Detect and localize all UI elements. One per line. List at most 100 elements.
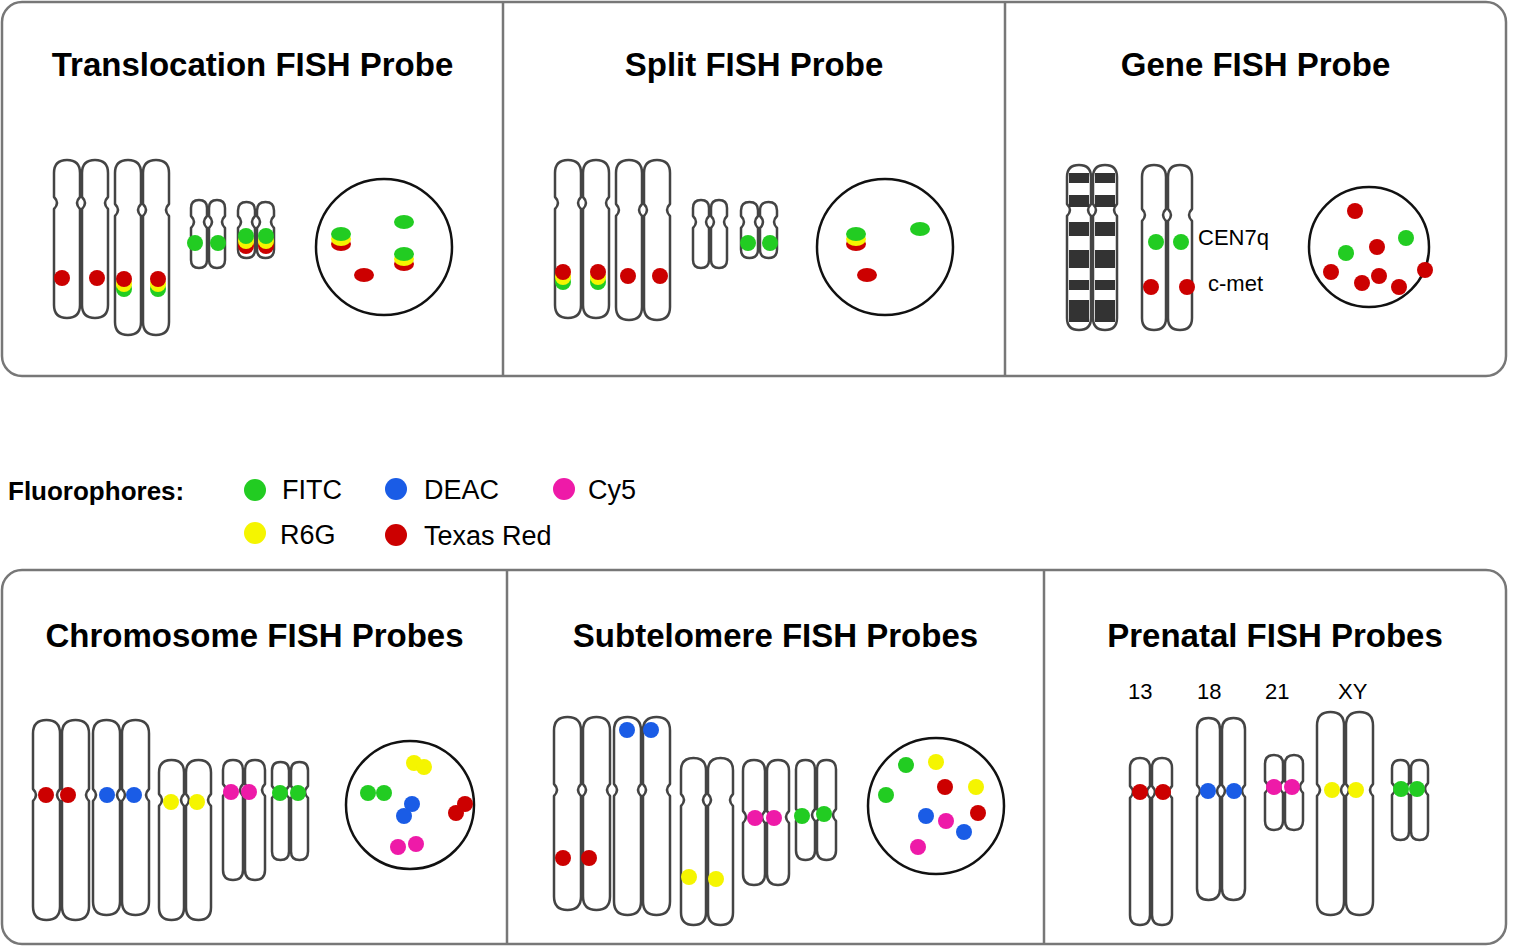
fish-signal	[1324, 782, 1340, 798]
fish-signal	[747, 810, 763, 826]
panel-title: Split FISH Probe	[503, 46, 1005, 84]
fish-signal	[898, 757, 914, 773]
fish-signal	[54, 270, 70, 286]
chromatid	[1392, 760, 1409, 840]
fish-signal	[390, 839, 406, 855]
fish-signal	[643, 722, 659, 738]
fish-signal	[1348, 782, 1364, 798]
fish-signal	[928, 754, 944, 770]
legend-label: DEAC	[424, 476, 499, 506]
fish-signal	[1323, 264, 1339, 280]
chromatid	[54, 160, 80, 318]
fish-signal	[590, 264, 606, 280]
fish-signal	[708, 871, 724, 887]
chromatid	[583, 160, 609, 318]
fish-signal	[241, 784, 257, 800]
chromosome	[614, 717, 670, 915]
fish-signal	[396, 808, 412, 824]
fish-signal	[1409, 781, 1425, 797]
chromatid	[223, 760, 243, 880]
chromatid	[1265, 755, 1283, 830]
chromatid	[1317, 712, 1344, 915]
legend-heading: Fluorophores:	[8, 477, 184, 506]
probe-panel: Gene FISH Probe	[1005, 2, 1506, 376]
fish-signal	[187, 235, 203, 251]
chromatid	[643, 717, 670, 915]
chromatid	[711, 200, 727, 268]
chromatid	[143, 160, 169, 335]
fish-signal	[272, 785, 288, 801]
fish-signal	[1369, 239, 1385, 255]
probe-label: c-met	[1208, 272, 1263, 296]
chromatid	[760, 202, 777, 258]
chromatid	[93, 720, 120, 915]
probe-panel: Subtelomere FISH Probes	[507, 570, 1044, 944]
fish-signal	[223, 784, 239, 800]
chromatid	[1093, 165, 1117, 330]
chromatid	[681, 758, 706, 925]
panel-frame	[2, 2, 1506, 376]
panel-divider	[1004, 2, 1007, 376]
nucleus	[1309, 187, 1429, 307]
chromosome-band	[1069, 250, 1089, 268]
fish-signal	[1143, 279, 1159, 295]
chromosome-band	[1095, 280, 1115, 290]
chromatid	[191, 200, 207, 268]
chromosome	[1067, 165, 1117, 330]
chromosome-number: XY	[1338, 680, 1367, 704]
fish-signal	[394, 215, 414, 229]
legend-label: Cy5	[588, 476, 636, 506]
chromatid	[1197, 718, 1220, 900]
fish-signal	[99, 787, 115, 803]
chromatid	[257, 202, 274, 258]
chromosome	[1130, 758, 1172, 925]
fish-signal	[1371, 268, 1387, 284]
chromosome	[54, 160, 108, 318]
fish-signal	[376, 785, 392, 801]
fish-signal	[210, 235, 226, 251]
fish-signal	[448, 805, 464, 821]
fish-signal	[652, 268, 668, 284]
chromosome	[238, 202, 274, 258]
chromatid	[741, 202, 758, 258]
chromosome	[159, 760, 211, 920]
fish-signal	[968, 779, 984, 795]
fish-signal	[794, 808, 810, 824]
fish-signal	[1266, 779, 1282, 795]
chromosome-number: 21	[1265, 680, 1289, 704]
panel-title: Subtelomere FISH Probes	[507, 617, 1044, 655]
chromosome	[1197, 718, 1245, 900]
legend-label: Texas Red	[424, 522, 552, 552]
fish-signal	[290, 785, 306, 801]
fish-signal	[354, 268, 374, 282]
chromatid	[245, 760, 265, 880]
chromosome-band	[1069, 314, 1089, 322]
panel-title: Translocation FISH Probe	[2, 46, 503, 84]
chromosome-band	[1095, 195, 1115, 207]
chromatid	[122, 720, 149, 915]
fish-signal	[331, 227, 351, 241]
nucleus	[817, 179, 953, 315]
chromatid	[614, 717, 641, 915]
chromosome-band	[1069, 173, 1089, 183]
chromatid	[82, 160, 108, 318]
probe-panel: Chromosome FISH Probes	[2, 570, 507, 944]
fish-signal	[116, 271, 132, 287]
chromosome	[743, 760, 789, 885]
chromosome-number: 13	[1128, 680, 1152, 704]
chromosome-band	[1095, 300, 1115, 314]
chromatid	[743, 760, 765, 885]
fish-signal	[555, 264, 571, 280]
fish-signal	[60, 787, 76, 803]
fish-signal	[910, 839, 926, 855]
chromosome	[1317, 712, 1373, 915]
nucleus	[868, 738, 1004, 874]
fish-signal	[89, 270, 105, 286]
chromatid	[1285, 755, 1303, 830]
nucleus	[346, 741, 474, 869]
chromosome	[616, 160, 670, 320]
fish-signal	[620, 268, 636, 284]
fish-signal	[619, 722, 635, 738]
chromosome-band	[1095, 222, 1115, 236]
fish-signal	[740, 235, 756, 251]
